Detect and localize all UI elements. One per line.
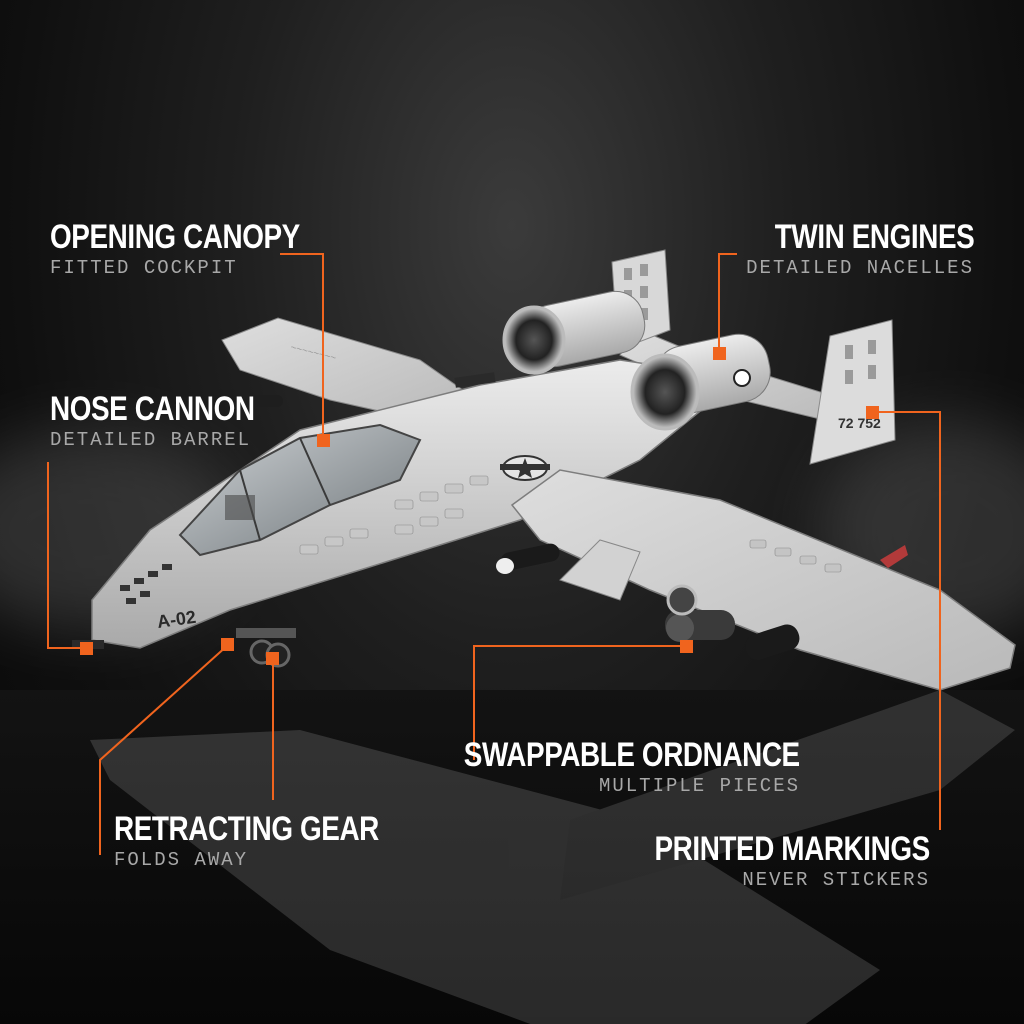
callout-title: PRINTED MARKINGS [654, 830, 931, 868]
callout-title: TWIN ENGINES [774, 218, 974, 256]
wing-right [510, 469, 1016, 691]
callout-printed-markings: PRINTED MARKINGS NEVER STICKERS [594, 830, 931, 892]
callout-subtitle: DETAILED BARREL [50, 429, 252, 451]
callout-title: SWAPPABLE ORDNANCE [464, 736, 800, 774]
tail-fin-right: 72 752 [809, 319, 896, 465]
aircraft-reflection [90, 690, 1015, 1024]
wing-left: ~~~~~~~~ [221, 317, 471, 421]
cockpit-canopy [178, 423, 422, 557]
engine-right [630, 333, 771, 431]
insignia-icon [500, 455, 550, 481]
callout-retracting-gear: RETRACTING GEAR FOLDS AWAY [114, 810, 437, 872]
callout-subtitle: NEVER STICKERS [742, 869, 930, 891]
callout-swappable-ordnance: SWAPPABLE ORDNANCE MULTIPLE PIECES [390, 736, 800, 798]
callout-subtitle: FOLDS AWAY [114, 849, 249, 871]
callout-leader-lines [47, 253, 941, 855]
callout-subtitle: DETAILED NACELLES [746, 257, 974, 279]
reflective-floor [0, 690, 1024, 1024]
tail-number: A-02 [156, 607, 197, 632]
engine-left [502, 290, 646, 375]
callout-title: NOSE CANNON [50, 390, 255, 428]
dorsal-antenna [454, 372, 496, 388]
callout-nose-cannon: NOSE CANNON DETAILED BARREL [50, 390, 300, 452]
callout-markers [80, 347, 879, 665]
callout-twin-engines: TWIN ENGINES DETAILED NACELLES [731, 218, 974, 280]
callout-opening-canopy: OPENING CANOPY FITTED COCKPIT [50, 218, 355, 280]
callout-subtitle: MULTIPLE PIECES [598, 775, 800, 797]
callout-title: OPENING CANOPY [50, 218, 300, 256]
callout-title: RETRACTING GEAR [114, 810, 379, 848]
missile-left [238, 395, 283, 407]
ordnance-pieces [496, 543, 800, 660]
callout-subtitle: FITTED COCKPIT [50, 257, 238, 279]
